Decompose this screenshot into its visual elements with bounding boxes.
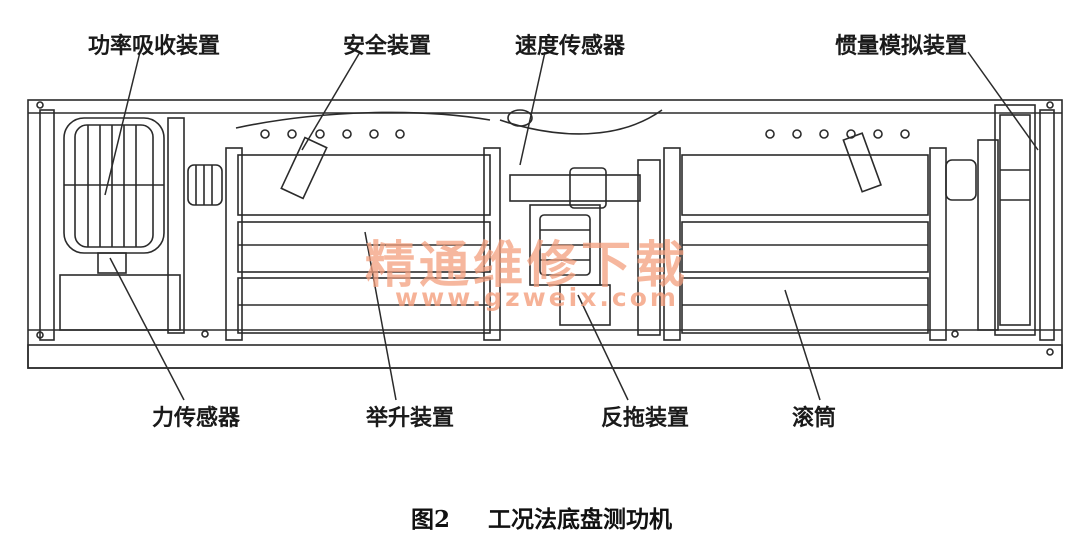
figure-title: 工况法底盘测功机 xyxy=(488,506,672,533)
figure-number: 图2 xyxy=(410,506,450,533)
label-power-absorber: 功率吸收装置 xyxy=(88,34,221,59)
label-roller: 滚筒 xyxy=(792,406,837,431)
inertia-simulator-unit xyxy=(945,104,1055,341)
fasteners xyxy=(36,101,1054,356)
watermark-url: www.gzweix.com xyxy=(395,283,679,312)
coupling-left xyxy=(187,164,223,206)
label-force-sensor: 力传感器 xyxy=(152,406,241,431)
left-roller-set xyxy=(225,111,501,341)
center-anti-drag-unit xyxy=(499,109,663,336)
figure-caption: 图2 工况法底盘测功机 xyxy=(0,500,1083,534)
watermark-text: 精通维修下载 xyxy=(365,235,689,294)
label-anti-drag-device: 反拖装置 xyxy=(601,406,690,431)
right-roller-set xyxy=(663,129,947,341)
label-lifting-device: 举升装置 xyxy=(366,406,455,431)
label-speed-sensor: 速度传感器 xyxy=(515,34,626,59)
label-safety-device: 安全装置 xyxy=(343,34,432,59)
label-inertia-simulator: 惯量模拟装置 xyxy=(835,34,968,59)
leader-lines xyxy=(104,51,1039,401)
power-absorber-unit xyxy=(39,109,185,341)
machine-base xyxy=(27,344,1063,369)
